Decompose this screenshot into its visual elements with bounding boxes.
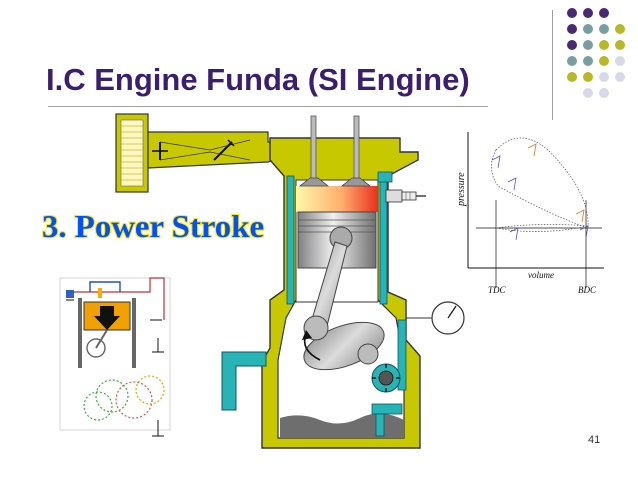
dot [567, 8, 577, 18]
air-filter [115, 113, 149, 193]
dot [583, 40, 593, 50]
dot [599, 40, 609, 50]
pv-bdc-label: BDC [578, 285, 597, 295]
dot [567, 72, 577, 82]
title-underline [48, 106, 488, 107]
pv-cycle-curve [491, 137, 589, 229]
pv-xlabel: volume [528, 270, 554, 280]
dot [583, 88, 593, 98]
pv-marker [579, 225, 589, 239]
power-stroke-label: 3. Power Stroke [41, 207, 265, 245]
dot [567, 40, 577, 50]
intake-valve [298, 115, 330, 187]
dot [615, 56, 625, 66]
pv-diagram: pressure volume TDC BDC [456, 132, 604, 295]
mini-valve [66, 290, 74, 298]
page-number: 41 [588, 434, 601, 446]
pv-tdc-label: TDC [488, 285, 507, 295]
dot [599, 88, 609, 98]
dot [599, 72, 609, 82]
power-stroke-text: 3. Power Stroke [42, 208, 264, 244]
dot [615, 72, 625, 82]
dot [615, 24, 625, 34]
oil-sump [280, 413, 404, 438]
dot [615, 40, 625, 50]
mini-engine-schematic [59, 277, 171, 437]
dot [599, 24, 609, 34]
dot [583, 8, 593, 18]
slide-title: I.C Engine Funda (SI Engine) [46, 62, 470, 97]
dot [599, 56, 609, 66]
dot [583, 56, 593, 66]
pv-marker [575, 209, 585, 223]
dot [583, 72, 593, 82]
decorative-dot-grid [567, 8, 625, 98]
dot [567, 24, 577, 34]
coolant-inlet-pipe [221, 351, 267, 411]
pressure-gauge-icon [406, 301, 465, 335]
exhaust-valve [340, 115, 372, 187]
coolant-port [377, 171, 393, 183]
dot [583, 24, 593, 34]
pv-marker [509, 227, 519, 241]
decorative-vertical-rule [552, 10, 553, 120]
pv-marker [491, 155, 501, 169]
pv-marker [527, 143, 537, 157]
pv-ylabel: pressure [456, 172, 467, 207]
coolant-jacket-left [286, 175, 295, 305]
spark-plug-icon [385, 189, 426, 203]
mini-spark [98, 288, 102, 298]
piston [297, 211, 377, 269]
dot [567, 56, 577, 66]
pv-marker [507, 177, 517, 191]
oil-pump-icon [371, 319, 407, 437]
combustion-chamber [296, 186, 378, 212]
crankshaft-icon [302, 315, 385, 371]
dot [599, 8, 609, 18]
